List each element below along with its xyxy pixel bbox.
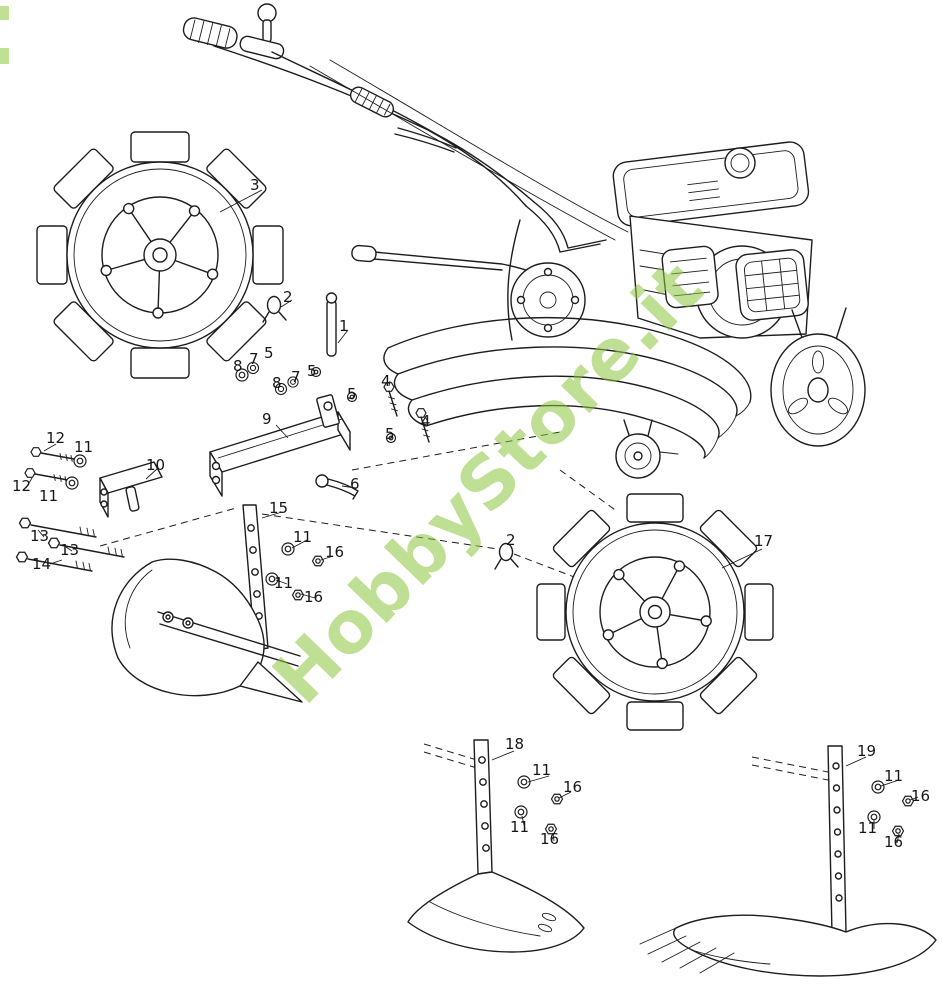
tiller-machine [182, 3, 866, 479]
fastener-parts [15, 292, 519, 572]
part-label-16: 16 [304, 588, 324, 606]
part-label-16: 16 [563, 778, 583, 796]
part-label-4: 4 [381, 372, 391, 390]
left-lugged-wheel [36, 131, 284, 379]
part-label-16: 16 [911, 787, 931, 805]
part-label-13: 13 [60, 541, 80, 559]
part-label-8: 8 [233, 357, 243, 375]
watermark-fragment [0, 6, 9, 20]
part-label-11: 11 [39, 487, 59, 505]
part-label-7: 7 [291, 368, 301, 386]
part-label-8: 8 [272, 374, 282, 392]
plow-assembly [111, 504, 325, 703]
part-label-6: 6 [350, 475, 360, 493]
part-label-17: 17 [754, 532, 774, 550]
ridger-assembly-19 [639, 745, 937, 977]
part-label-11: 11 [293, 528, 313, 546]
part-label-9: 9 [262, 410, 272, 428]
part-label-19: 19 [857, 742, 877, 760]
part-label-5: 5 [264, 344, 274, 362]
part-label-11: 11 [74, 438, 94, 456]
part-label-5: 5 [307, 362, 317, 380]
part-label-14: 14 [32, 555, 52, 573]
part-label-3: 3 [250, 176, 260, 194]
part-label-5: 5 [347, 385, 357, 403]
part-label-12: 12 [12, 477, 32, 495]
part-label-2: 2 [283, 288, 293, 306]
part-label-11: 11 [884, 767, 904, 785]
part-label-11: 11 [274, 574, 294, 592]
part-label-16: 16 [325, 543, 345, 561]
part-label-13: 13 [30, 527, 50, 545]
right-lugged-wheel [536, 493, 774, 731]
part-label-16: 16 [884, 833, 904, 851]
assembly-dashed-lines [99, 431, 829, 781]
part-label-15: 15 [269, 499, 289, 517]
part-label-11: 11 [510, 818, 530, 836]
part-label-11: 11 [532, 761, 552, 779]
part-label-12: 12 [46, 429, 66, 447]
part-label-4: 4 [421, 412, 431, 430]
support-bar-18 [407, 739, 585, 953]
part-label-5: 5 [385, 425, 395, 443]
part-label-7: 7 [249, 350, 259, 368]
part-label-2: 2 [506, 531, 516, 549]
part-label-16: 16 [540, 830, 560, 848]
part-label-10: 10 [146, 456, 166, 474]
watermark-fragment [0, 48, 9, 64]
part-label-1: 1 [339, 317, 349, 335]
part-label-11: 11 [858, 819, 878, 837]
callout-leader-lines [25, 189, 919, 844]
part-label-18: 18 [505, 735, 525, 753]
